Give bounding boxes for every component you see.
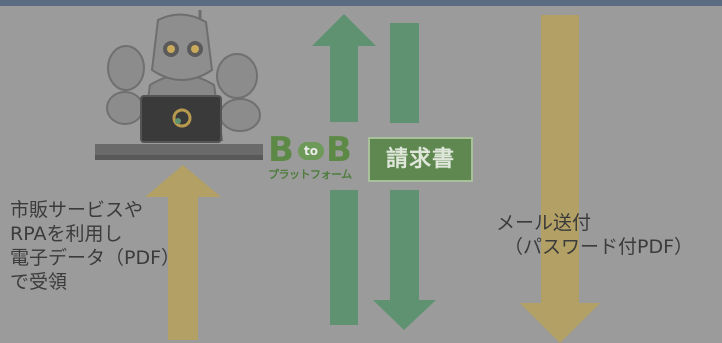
right-description: メール送付 （パスワード付PDF） xyxy=(496,211,693,259)
right-line: メール送付 xyxy=(496,212,592,234)
left-line: RPAを利用し xyxy=(10,223,123,245)
logo-to: to xyxy=(298,142,324,160)
logo-subtitle: プラットフォーム xyxy=(268,168,352,181)
left-upload-arrow xyxy=(145,165,221,340)
logo-letter-b2: B xyxy=(326,130,352,170)
right-email-arrow xyxy=(520,15,600,343)
left-line: で受領 xyxy=(10,271,68,293)
laptop-icon xyxy=(95,95,263,160)
invoice-label: 請求書 xyxy=(368,137,473,182)
btob-platform-logo: B to B プラットフォーム xyxy=(268,130,360,184)
center-up-arrow xyxy=(312,14,376,122)
right-line: （パスワード付PDF） xyxy=(504,236,694,258)
left-line: 電子データ（PDF） xyxy=(10,247,181,269)
left-line: 市販サービスや xyxy=(10,199,144,221)
top-border xyxy=(0,0,722,6)
center-down-arrow-tail xyxy=(390,23,419,123)
left-description: 市販サービスや RPAを利用し 電子データ（PDF） で受領 xyxy=(10,198,180,294)
center-down-arrow xyxy=(373,190,436,330)
logo-letter-b: B xyxy=(268,130,294,170)
center-up-arrow-tail xyxy=(330,190,358,325)
